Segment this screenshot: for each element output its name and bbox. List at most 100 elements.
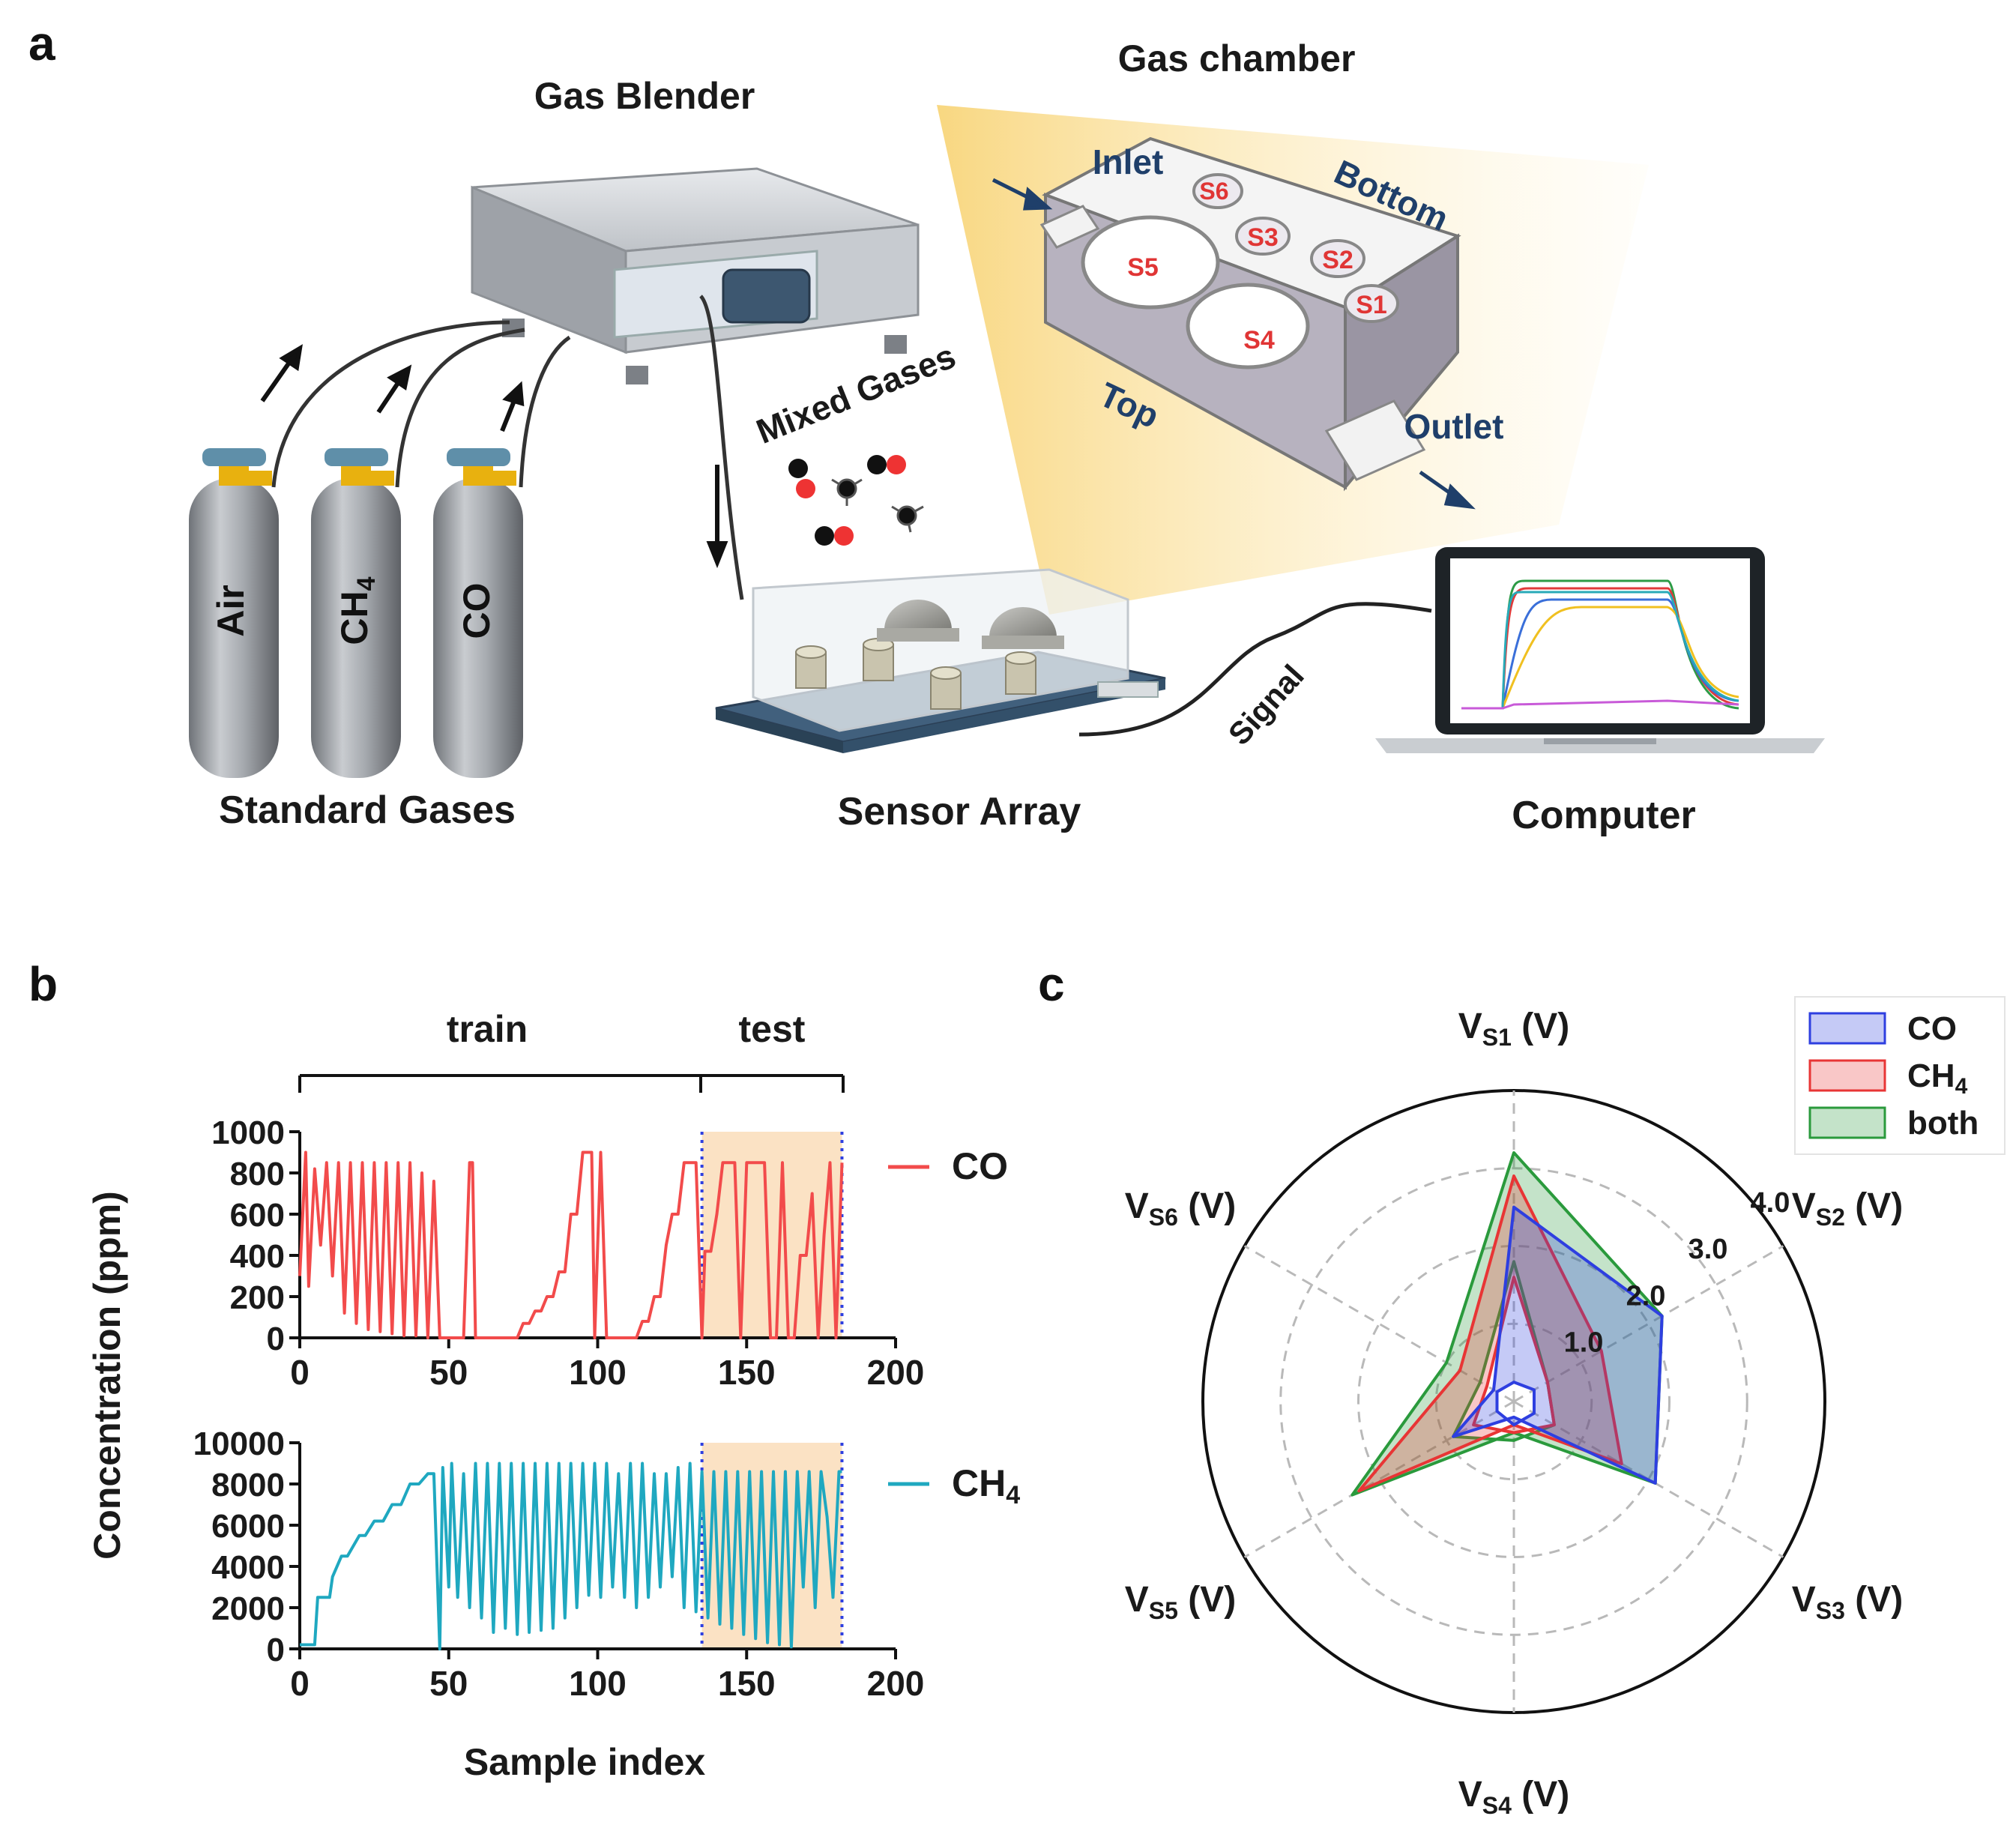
panel-c-letter: c xyxy=(1038,957,1065,1011)
split-bracket xyxy=(298,1074,845,1093)
cylinder-air-label: Air xyxy=(210,585,252,636)
ch4-y-tick-label: 8000 xyxy=(211,1467,285,1503)
ch4-molecule xyxy=(891,505,924,533)
radar-axis-label: VS1 (V) xyxy=(1458,1007,1569,1051)
gas-blender-label: Gas Blender xyxy=(534,75,755,117)
sensor-s1-label: S1 xyxy=(1356,291,1387,319)
panel-b-letter: b xyxy=(28,957,58,1011)
sensor-array-label: Sensor Array xyxy=(838,790,1081,833)
x-axis-label: Sample index xyxy=(464,1741,706,1783)
radar-axis-label: VS4 (V) xyxy=(1458,1775,1569,1819)
train-label: train xyxy=(447,1008,528,1050)
sensor-pin xyxy=(795,645,827,689)
legend-ch4-label: CH4 xyxy=(1907,1058,1968,1099)
radar-ring-label: 3.0 xyxy=(1688,1234,1728,1265)
radar-area-co xyxy=(1452,1205,1664,1485)
sensor-s4-label: S4 xyxy=(1243,326,1275,355)
sensor-s6-label: S6 xyxy=(1199,178,1228,205)
co-x-tick-label: 50 xyxy=(429,1353,468,1392)
radar-spoke xyxy=(1243,1400,1515,1558)
gas-blender-box xyxy=(471,167,920,384)
co-y-tick-label: 0 xyxy=(267,1321,285,1357)
laptop xyxy=(1375,547,1825,753)
co-molecule xyxy=(788,459,815,498)
co-x-tick-label: 100 xyxy=(569,1353,627,1392)
sensor-pin xyxy=(1005,651,1036,695)
co-y-tick-label: 400 xyxy=(230,1238,285,1275)
radar-ring-label: 2.0 xyxy=(1626,1280,1666,1312)
co-x-tick-label: 200 xyxy=(867,1353,925,1392)
signal-label: Signal xyxy=(1222,658,1311,752)
radar-legend: CO CH4 both xyxy=(1794,996,2006,1155)
legend-ch4-swatch xyxy=(1808,1059,1886,1092)
screen-traces xyxy=(1461,579,1739,710)
sensor-s2-label: S2 xyxy=(1322,246,1353,274)
radar-ring xyxy=(1279,1167,1748,1636)
legend-both-label: both xyxy=(1907,1105,1979,1141)
co-test-region xyxy=(701,1132,842,1338)
radar-axis-label: VS6 (V) xyxy=(1125,1186,1236,1231)
legend-co-label: CO xyxy=(1907,1010,1957,1047)
inlet-label: Inlet xyxy=(1093,142,1164,181)
legend-co-label: CO xyxy=(952,1145,1008,1187)
legend-co: CO xyxy=(888,1145,1008,1187)
ch4-molecule xyxy=(831,478,863,506)
panel-a: a Gas Blender Gas chamber xyxy=(28,16,1825,837)
outlet-tube xyxy=(1324,399,1426,481)
chamber-arrows xyxy=(992,178,1476,510)
sensor-pin xyxy=(930,666,962,710)
radar-ring xyxy=(1357,1245,1671,1558)
standard-gases-label: Standard Gases xyxy=(219,788,516,832)
panel-a-letter: a xyxy=(28,16,55,70)
y-axis-label: Concentration (ppm) xyxy=(86,1191,128,1560)
radar-ring-label: 4.0 xyxy=(1751,1187,1790,1219)
co-y-tick-label: 600 xyxy=(230,1197,285,1234)
sensor-pin xyxy=(863,638,894,681)
gas-cylinder-air: Air xyxy=(189,448,279,778)
inlet-tube xyxy=(1039,205,1100,249)
radar-axis-label: VS2 (V) xyxy=(1792,1186,1903,1231)
co-y-tick-label: 1000 xyxy=(211,1114,285,1151)
sensor-s3-label: S3 xyxy=(1247,223,1279,252)
ch4-y-tick-label: 4000 xyxy=(211,1549,285,1586)
gas-cylinder-co: CO xyxy=(433,448,523,778)
ch4-series-line xyxy=(300,1462,842,1650)
radar-axis-label: VS3 (V) xyxy=(1792,1580,1903,1624)
signal-cable xyxy=(1078,602,1432,737)
cylinder-ch4-label: CH4 xyxy=(334,576,381,645)
radar-spoke xyxy=(1243,1245,1515,1403)
ch4-x-tick-label: 100 xyxy=(569,1664,627,1703)
ch4-y-tick-label: 6000 xyxy=(211,1508,285,1545)
legend-ch4-label: CH4 xyxy=(952,1462,1020,1509)
computer-label: Computer xyxy=(1512,794,1696,837)
legend-both-swatch xyxy=(1808,1106,1886,1139)
sensor-dome xyxy=(982,607,1064,649)
gas-chamber-label: Gas chamber xyxy=(1118,37,1356,79)
co-y-tick-label: 800 xyxy=(230,1156,285,1192)
ch4-y-tick-label: 0 xyxy=(267,1632,285,1668)
ch4-x-tick-label: 150 xyxy=(718,1664,776,1703)
co-x-tick-label: 150 xyxy=(718,1353,776,1392)
cylinder-co-label: CO xyxy=(456,583,498,639)
sensor-array xyxy=(715,568,1166,753)
ch4-y-tick-label: 10000 xyxy=(193,1426,285,1462)
sensor-dome xyxy=(877,600,959,642)
co-y-tick-label: 200 xyxy=(230,1279,285,1316)
radar-spoke xyxy=(1513,1400,1784,1558)
ch4-x-tick-label: 200 xyxy=(867,1664,925,1703)
legend-co-swatch xyxy=(1808,1012,1886,1045)
gas-cylinder-ch4: CH4 xyxy=(311,448,401,778)
co-molecule xyxy=(815,526,854,546)
blender-display xyxy=(722,268,811,324)
flow-arrows xyxy=(260,344,728,569)
outlet-label: Outlet xyxy=(1404,407,1504,446)
co-series-line xyxy=(298,1150,844,1339)
legend-ch4: CH4 xyxy=(888,1462,1020,1509)
sensor-s5-label: S5 xyxy=(1127,253,1159,282)
ch4-y-tick-label: 2000 xyxy=(211,1590,285,1627)
